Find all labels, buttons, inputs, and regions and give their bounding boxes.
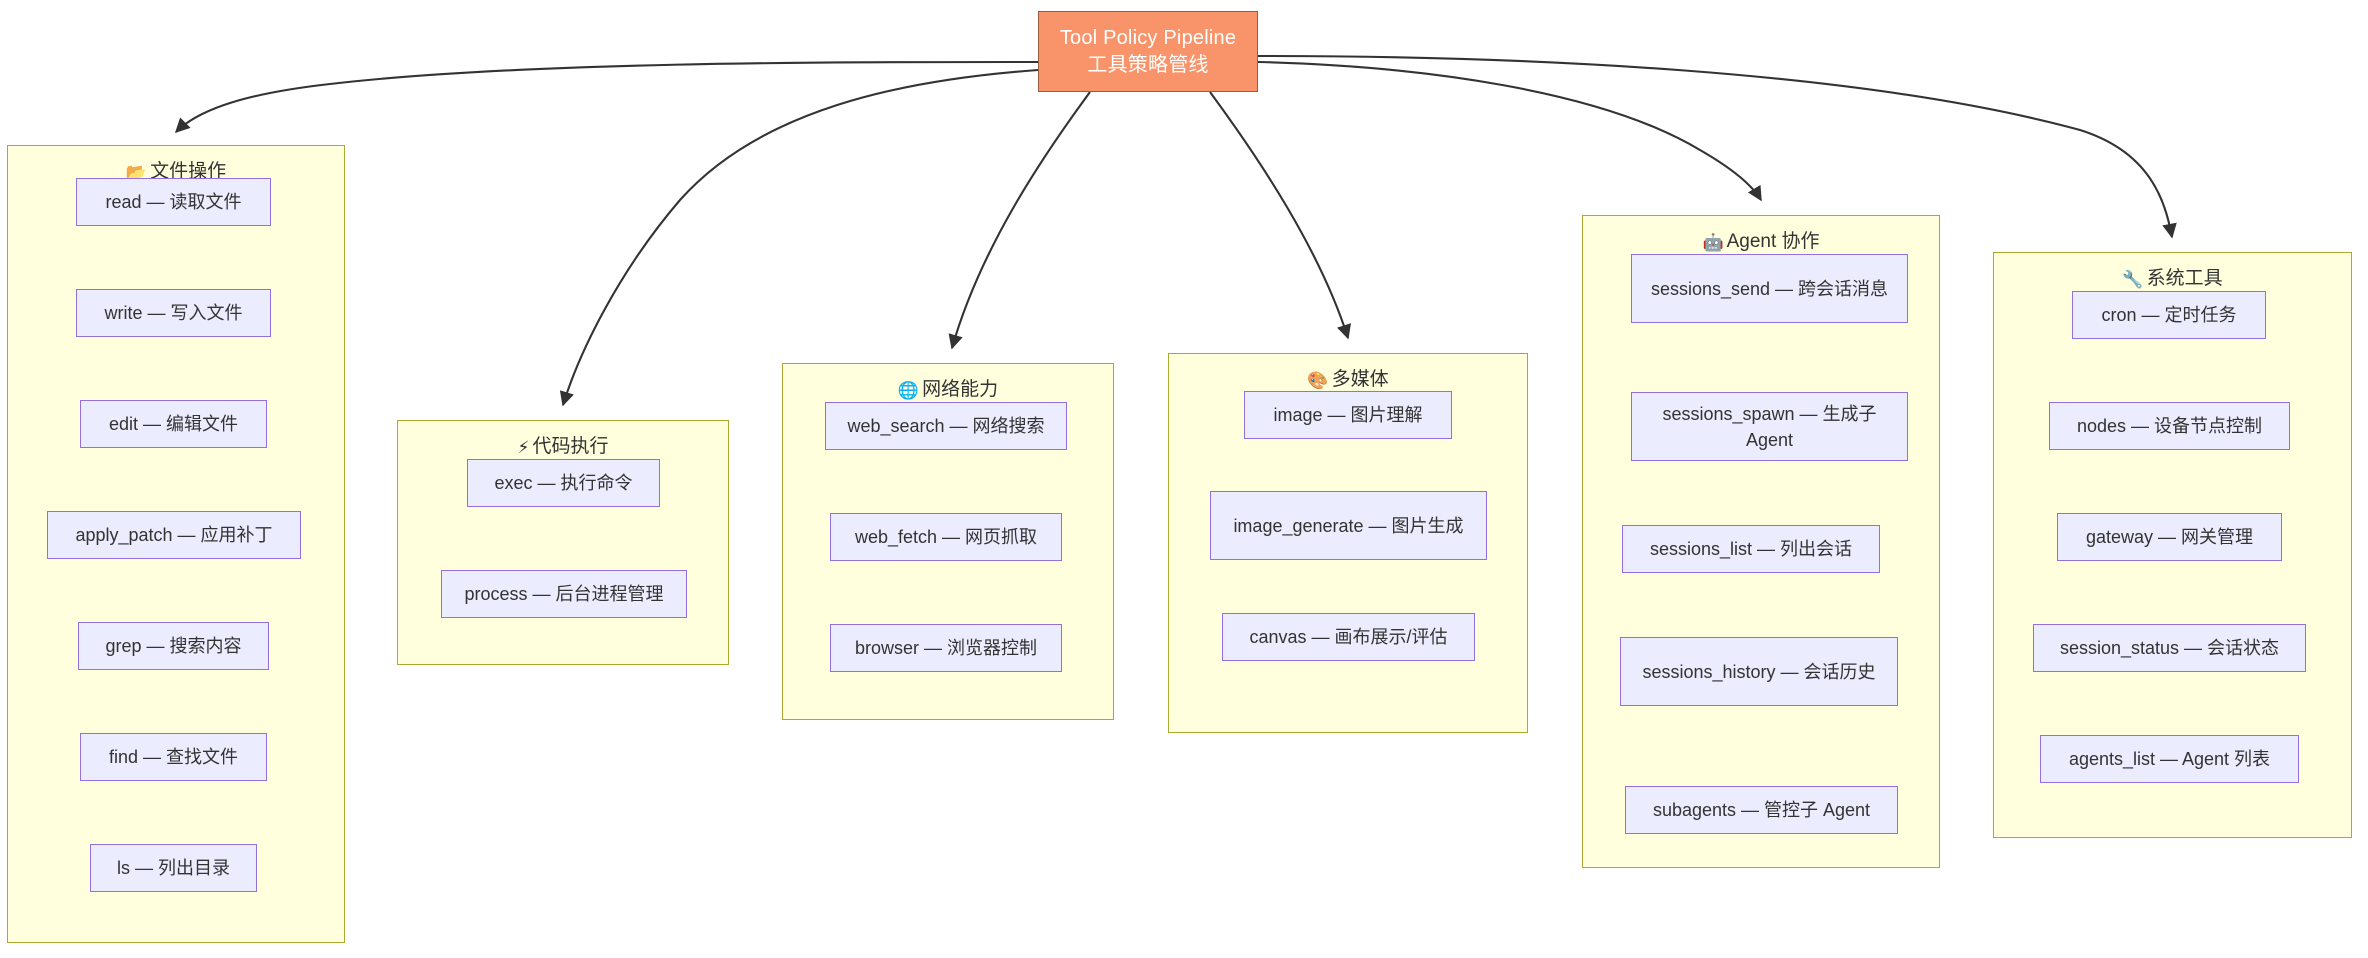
node-label: image — 图片理解	[1273, 405, 1423, 425]
node-label: cron — 定时任务	[2101, 305, 2237, 325]
node-label: grep — 搜索内容	[105, 636, 242, 656]
node-label: web_fetch — 网页抓取	[854, 527, 1038, 547]
node-label: edit — 编辑文件	[108, 414, 239, 434]
cluster-file-ops-title: 📂文件操作	[8, 156, 344, 183]
node-sessions-send[interactable]: sessions_send — 跨会话消息	[1631, 254, 1908, 323]
edge-root-to-file-ops	[174, 60, 1039, 134]
node-find[interactable]: find — 查找文件	[80, 733, 267, 781]
wrench-icon: 🔧	[2122, 270, 2144, 289]
node-label: browser — 浏览器控制	[854, 638, 1038, 658]
node-label: subagents — 管控子 Agent	[1652, 800, 1871, 820]
node-image[interactable]: image — 图片理解	[1244, 391, 1452, 439]
root-node-title-zh: 工具策略管线	[1087, 53, 1209, 76]
cluster-code-exec-title: ⚡代码执行	[398, 431, 728, 458]
node-label: apply_patch — 应用补丁	[75, 525, 273, 545]
node-label: sessions_spawn — 生成子 Agent	[1662, 403, 1877, 450]
node-web-fetch[interactable]: web_fetch — 网页抓取	[830, 513, 1062, 561]
cluster-agent-collab-label: Agent 协作	[1726, 231, 1820, 252]
node-nodes[interactable]: nodes — 设备节点控制	[2049, 402, 2290, 450]
node-label: sessions_send — 跨会话消息	[1650, 278, 1889, 299]
cluster-code-exec[interactable]: ⚡代码执行	[397, 420, 729, 665]
node-label: image_generate — 图片生成	[1233, 515, 1464, 536]
cluster-system-tools-label: 系统工具	[2146, 268, 2223, 289]
palette-icon: 🎨	[1307, 371, 1329, 390]
node-label: session_status — 会话状态	[2059, 638, 2280, 658]
cluster-multimedia-title: 🎨多媒体	[1169, 364, 1527, 391]
node-label: canvas — 画布展示/评估	[1249, 627, 1448, 647]
robot-icon: 🤖	[1702, 233, 1724, 252]
edge-root-to-code-exec	[559, 68, 1039, 407]
cluster-network-label: 网络能力	[922, 379, 999, 400]
node-image-generate[interactable]: image_generate — 图片生成	[1210, 491, 1487, 560]
node-gateway[interactable]: gateway — 网关管理	[2057, 513, 2282, 561]
node-session-status[interactable]: session_status — 会话状态	[2033, 624, 2306, 672]
node-exec[interactable]: exec — 执行命令	[467, 459, 660, 507]
node-grep[interactable]: grep — 搜索内容	[78, 622, 269, 670]
node-sessions-spawn[interactable]: sessions_spawn — 生成子 Agent	[1631, 392, 1908, 461]
root-node[interactable]: Tool Policy Pipeline 工具策略管线	[1038, 11, 1258, 92]
lightning-icon: ⚡	[517, 438, 530, 457]
node-label: sessions_list — 列出会话	[1649, 539, 1853, 559]
node-label: agents_list — Agent 列表	[2068, 749, 2271, 769]
globe-icon: 🌐	[897, 381, 920, 400]
cluster-system-tools-title: 🔧系统工具	[1994, 263, 2351, 290]
node-canvas[interactable]: canvas — 画布展示/评估	[1222, 613, 1475, 661]
cluster-agent-collab-title: 🤖Agent 协作	[1583, 226, 1939, 253]
node-browser[interactable]: browser — 浏览器控制	[830, 624, 1062, 672]
node-label: gateway — 网关管理	[2085, 527, 2254, 547]
node-web-search[interactable]: web_search — 网络搜索	[825, 402, 1067, 450]
node-label: web_search — 网络搜索	[847, 416, 1045, 436]
node-label: nodes — 设备节点控制	[2076, 416, 2263, 436]
node-sessions-history[interactable]: sessions_history — 会话历史	[1620, 637, 1898, 706]
cluster-multimedia-label: 多媒体	[1331, 369, 1389, 390]
node-label: write — 写入文件	[104, 303, 243, 323]
node-label: find — 查找文件	[108, 747, 239, 767]
node-label: read — 读取文件	[105, 192, 242, 212]
cluster-code-exec-label: 代码执行	[532, 436, 609, 457]
node-subagents[interactable]: subagents — 管控子 Agent	[1625, 786, 1898, 834]
node-read[interactable]: read — 读取文件	[76, 178, 271, 226]
node-ls[interactable]: ls — 列出目录	[90, 844, 257, 892]
folder-icon: 📂	[125, 163, 148, 182]
edge-root-to-agent-collab	[1257, 60, 1762, 202]
node-sessions-list[interactable]: sessions_list — 列出会话	[1622, 525, 1880, 573]
node-label: exec — 执行命令	[494, 473, 633, 493]
node-write[interactable]: write — 写入文件	[76, 289, 271, 337]
root-node-title-en: Tool Policy Pipeline	[1059, 26, 1237, 49]
node-agents-list[interactable]: agents_list — Agent 列表	[2040, 735, 2299, 783]
edge-root-to-network	[948, 91, 1091, 350]
node-cron[interactable]: cron — 定时任务	[2072, 291, 2266, 339]
node-label: sessions_history — 会话历史	[1642, 661, 1876, 682]
edge-root-to-system-tools	[1257, 54, 2177, 239]
edge-root-to-multimedia	[1209, 91, 1351, 340]
node-process[interactable]: process — 后台进程管理	[441, 570, 687, 618]
node-apply-patch[interactable]: apply_patch — 应用补丁	[47, 511, 301, 559]
node-edit[interactable]: edit — 编辑文件	[80, 400, 267, 448]
cluster-network-title: 🌐网络能力	[783, 374, 1113, 401]
node-label: ls — 列出目录	[116, 858, 230, 878]
cluster-file-ops-label: 文件操作	[150, 161, 227, 182]
node-label: process — 后台进程管理	[464, 584, 664, 604]
